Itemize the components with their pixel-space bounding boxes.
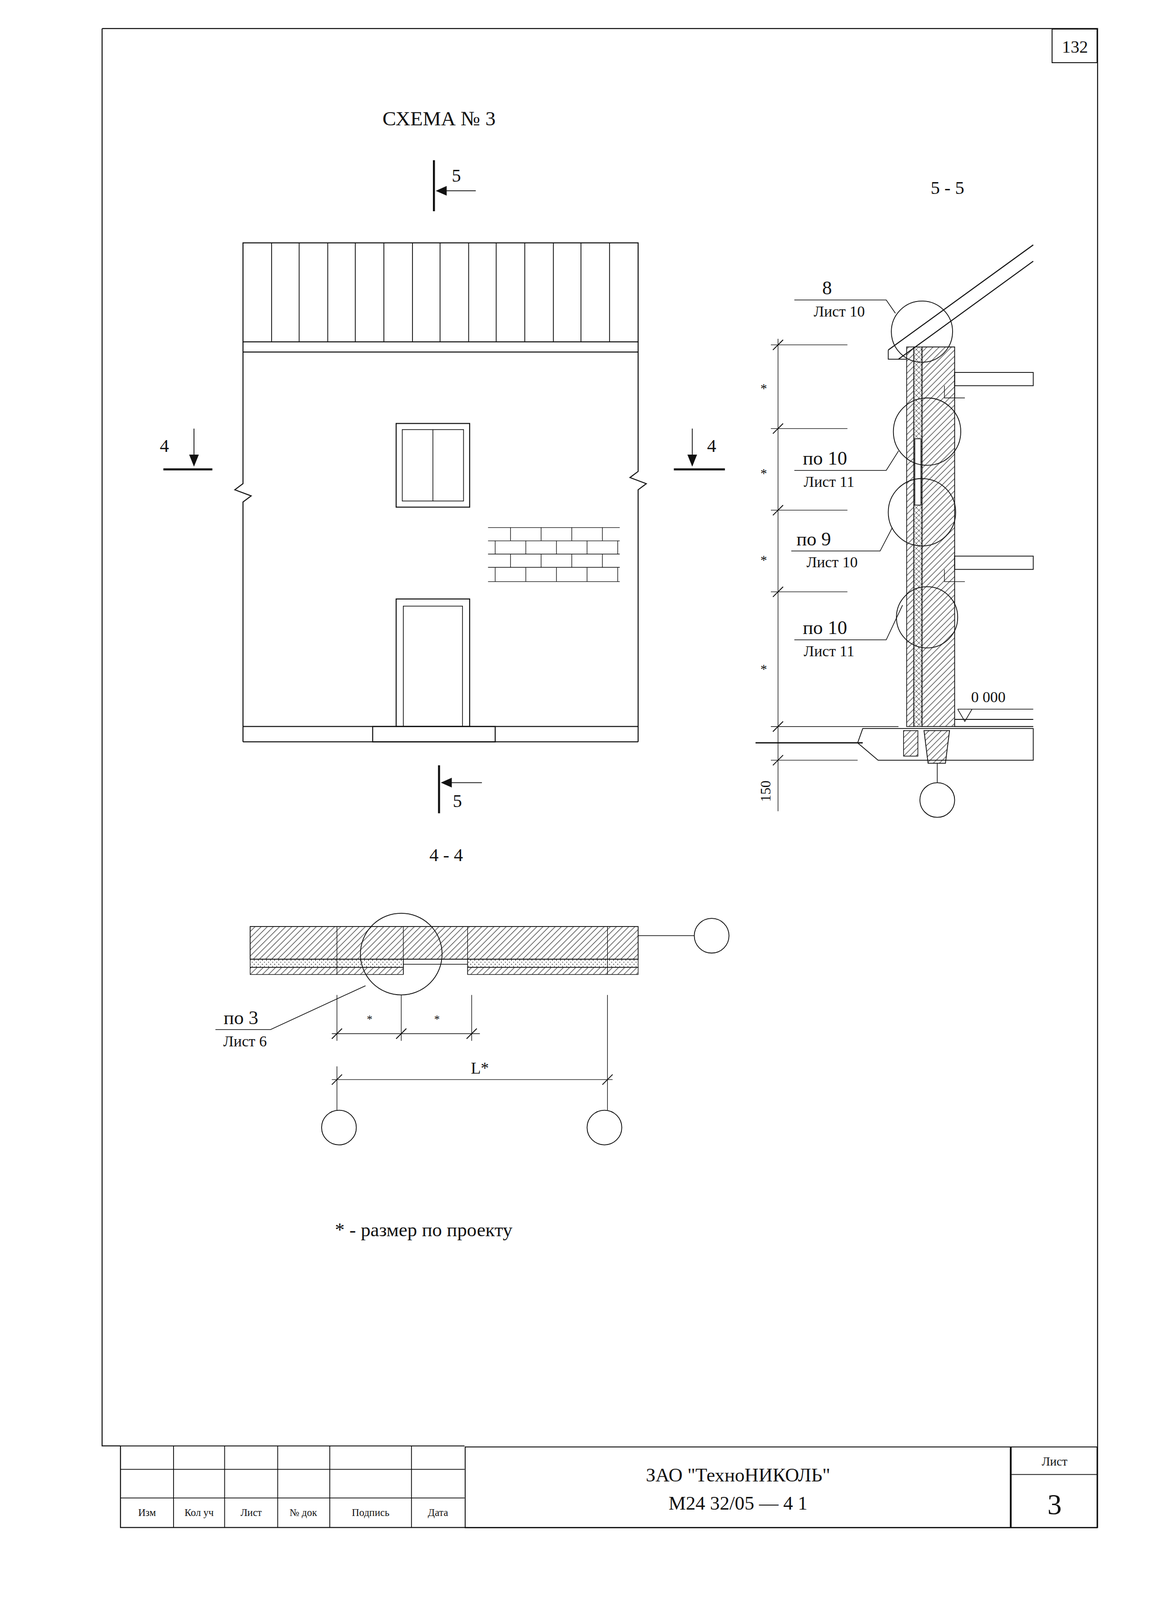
table-header: Лист	[240, 1508, 262, 1519]
cell-text: М24 32/05 — 4 1	[668, 1494, 808, 1514]
sheet-title: СХЕМА № 3	[382, 108, 496, 129]
table-header: № док	[289, 1508, 318, 1519]
sheet-reference: Лист 11	[803, 474, 855, 490]
sheet-reference: Лист 10	[813, 303, 865, 320]
table-header: Кол уч	[184, 1508, 214, 1519]
cell-text: 132	[1062, 38, 1088, 56]
dimension-value: L*	[470, 1060, 489, 1078]
table-header: Подпись	[352, 1508, 390, 1519]
callout-number: по 10	[802, 448, 848, 469]
section-mark: 5	[451, 166, 462, 185]
title-block-cell: ЗАО "ТехноНИКОЛЬ" М24 32/05 — 4 1	[464, 1446, 1011, 1529]
section-mark: 4	[159, 437, 169, 456]
dimension-mark: *	[366, 1014, 373, 1026]
cell-text: ЗАО "ТехноНИКОЛЬ"	[645, 1465, 831, 1485]
dimension-mark: *	[760, 466, 768, 481]
cell-text: Лист	[1041, 1455, 1068, 1469]
dimension-mark: *	[760, 553, 768, 567]
sheet-number-cell: Лист 3	[1010, 1446, 1098, 1529]
callout-number: по 9	[796, 529, 831, 549]
table-header: Изм	[138, 1508, 156, 1519]
callout-number: по 3	[223, 1008, 259, 1028]
section-mark: 4	[706, 437, 716, 456]
dimension-value: 150	[758, 780, 773, 802]
section-title: 4 - 4	[429, 846, 463, 865]
section-title: 5 - 5	[930, 178, 965, 197]
sheet-reference: Лист 11	[803, 643, 855, 660]
dimension-mark: *	[434, 1014, 440, 1026]
sheet-reference: Лист 6	[223, 1033, 267, 1050]
cell-text: 3	[1047, 1490, 1062, 1520]
elevation-mark: 0 000	[971, 689, 1006, 706]
table-header: Дата	[427, 1508, 449, 1519]
page-number-box: 132	[1051, 28, 1098, 64]
sheet-reference: Лист 10	[806, 555, 858, 571]
dimension-mark: *	[760, 382, 768, 396]
footnote: * - размер по проекту	[334, 1220, 513, 1241]
callout-number: 8	[822, 278, 832, 298]
callout-number: по 10	[802, 618, 848, 638]
dimension-mark: *	[760, 663, 768, 677]
section-mark: 5	[452, 792, 462, 811]
